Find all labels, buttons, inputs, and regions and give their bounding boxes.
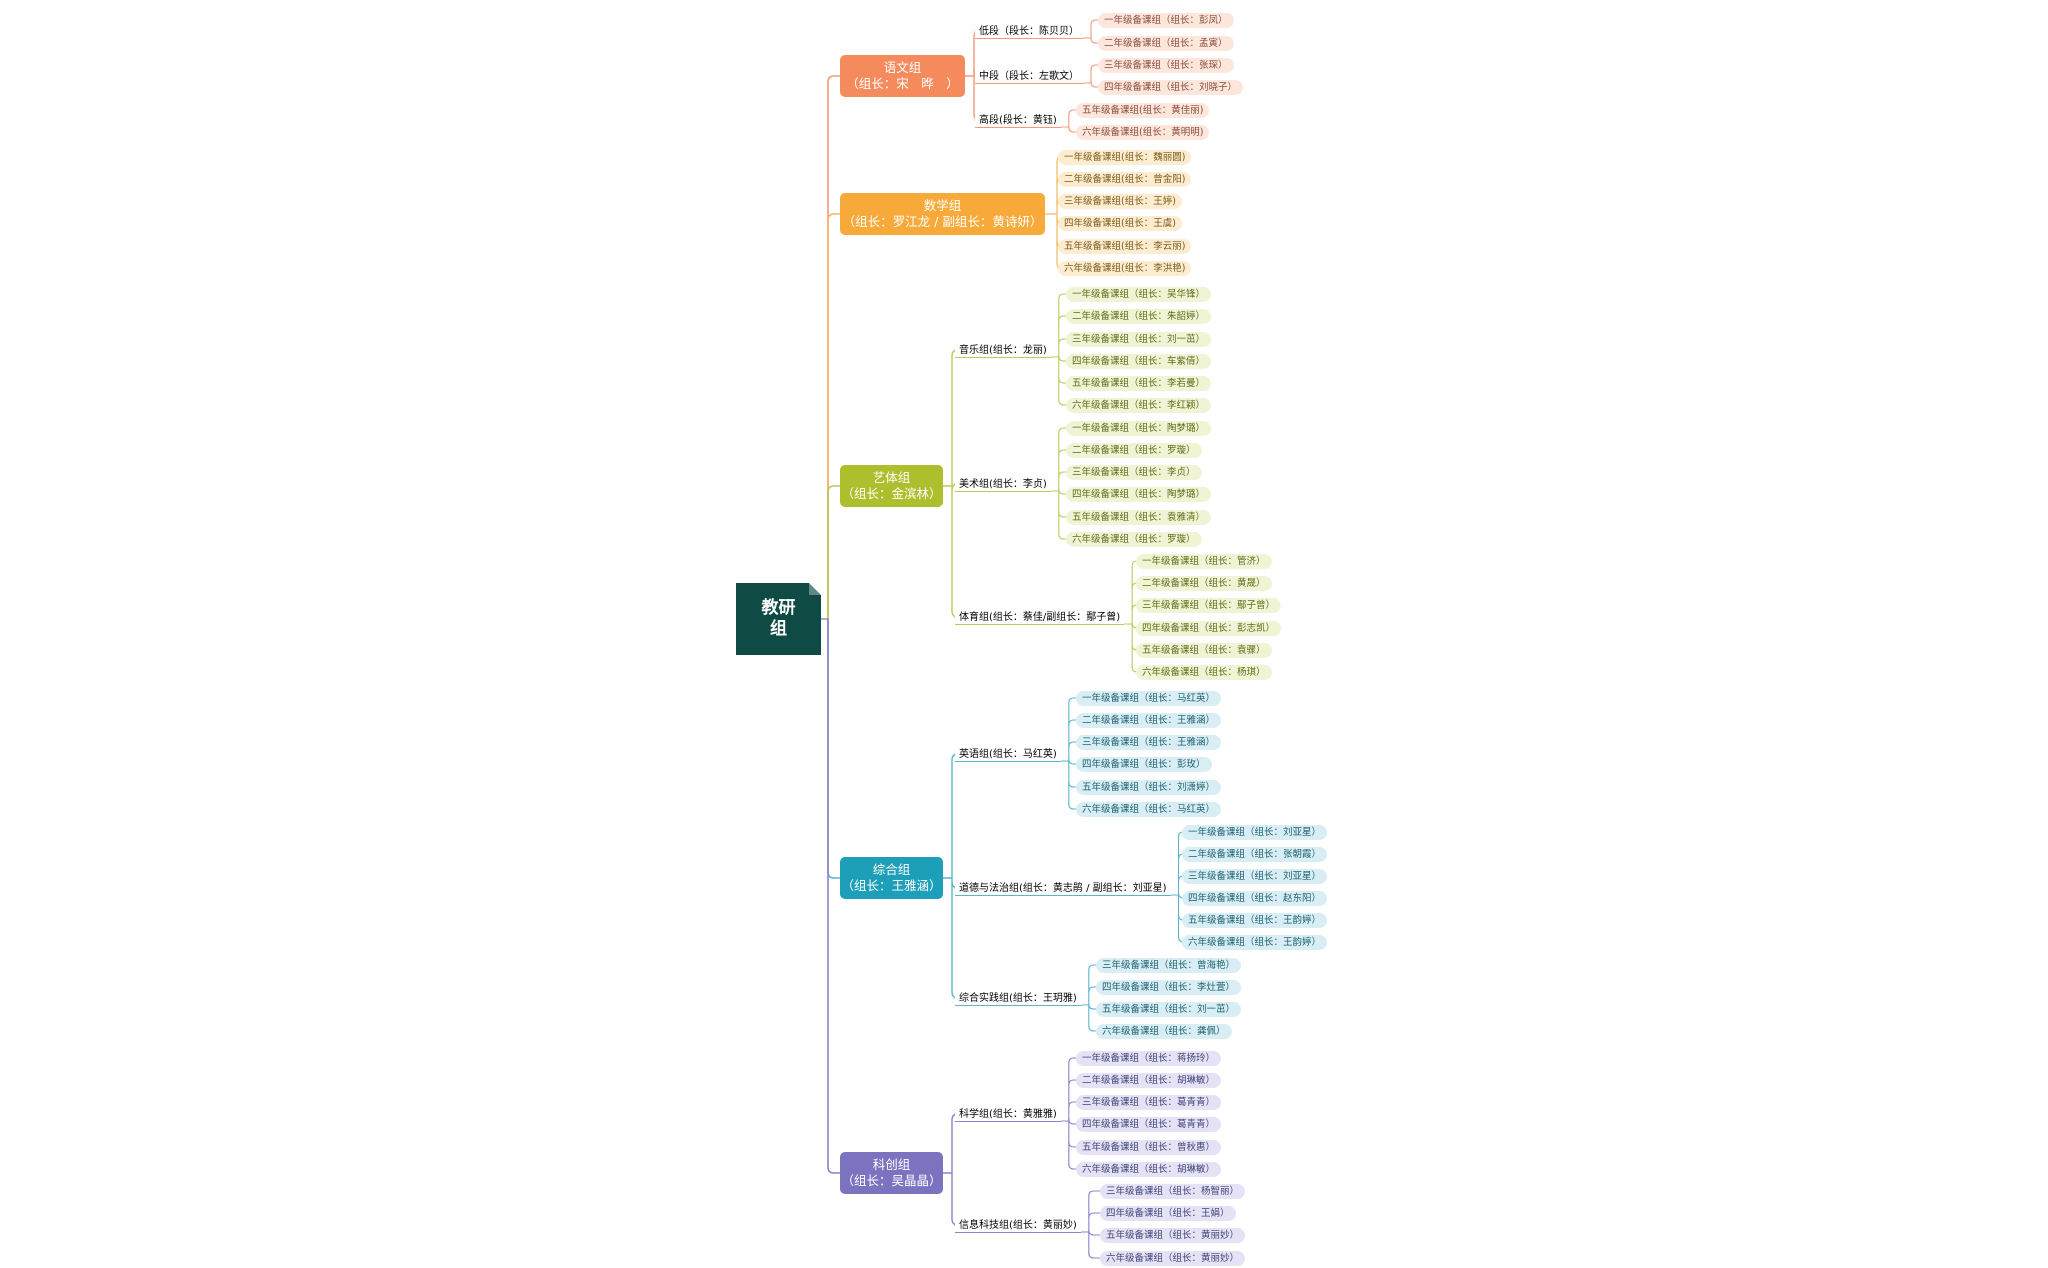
subgroup-node[interactable]: 信息科技组(组长：黄丽妙) (955, 1218, 1081, 1233)
grade-group-item[interactable]: 五年级备课组（组长：袁骤） (1136, 642, 1272, 658)
grade-group-item[interactable]: 三年级备课组（组长：张琛） (1098, 57, 1234, 73)
grade-group-item[interactable]: 五年级备课组(组长：黄佳丽) (1076, 102, 1210, 118)
grade-group-item[interactable]: 三年级备课组（组长：李贞） (1066, 464, 1202, 480)
subgroup-node[interactable]: 英语组(组长：马红英) (955, 747, 1061, 762)
fold-corner-icon (809, 583, 821, 595)
grade-group-item[interactable]: 六年级备课组（组长：杨琪） (1136, 664, 1272, 680)
subgroup-node[interactable]: 科学组(组长：黄雅雅) (955, 1107, 1061, 1122)
group-title: 科创组 (872, 1157, 911, 1172)
subgroup-node[interactable]: 道德与法治组(组长：黄志鹃 / 副组长：刘亚星) (955, 881, 1171, 896)
grade-group-item[interactable]: 六年级备课组（组长：罗璇） (1066, 531, 1202, 547)
grade-group-item[interactable]: 六年级备课组（组长：王韵婷） (1182, 934, 1328, 950)
grade-group-item[interactable]: 三年级备课组（组长：刘一茁） (1066, 331, 1212, 347)
grade-group-item[interactable]: 五年级备课组（组长：李若曼） (1066, 375, 1212, 391)
grade-group-item[interactable]: 四年级备课组（组长：王娟） (1100, 1205, 1236, 1221)
subgroup-node[interactable]: 低段（段长：陈贝贝） (975, 24, 1083, 39)
subgroup-node[interactable]: 音乐组(组长：龙丽) (955, 343, 1051, 358)
grade-group-item[interactable]: 四年级备课组（组长：李灶萱） (1096, 979, 1242, 995)
grade-group-item[interactable]: 五年级备课组（组长：王韵婷） (1182, 912, 1328, 928)
grade-group-item[interactable]: 四年级备课组（组长：赵东阳） (1182, 890, 1328, 906)
subgroup-node[interactable]: 体育组(组长：蔡佳/副组长：鄢子曾) (955, 610, 1125, 625)
grade-group-item[interactable]: 五年级备课组（组长：刘一茁） (1096, 1001, 1242, 1017)
grade-group-item[interactable]: 二年级备课组（组长：张朝霞） (1182, 846, 1328, 862)
grade-group-item[interactable]: 三年级备课组（组长：曾海艳） (1096, 957, 1242, 973)
grade-group-item[interactable]: 一年级备课组（组长：马红英） (1076, 690, 1222, 706)
grade-group-item[interactable]: 六年级备课组（组长：胡琳敏） (1076, 1161, 1222, 1177)
grade-group-item[interactable]: 三年级备课组（组长：王雅涵） (1076, 734, 1222, 750)
group-leader: （组长：金滨林） (841, 486, 942, 501)
grade-group-item[interactable]: 一年级备课组（组长：彭凤） (1098, 12, 1234, 28)
group-yiti[interactable]: 艺体组（组长：金滨林） (840, 465, 943, 507)
group-leader: （组长：王雅涵） (841, 878, 942, 893)
grade-group-item[interactable]: 四年级备课组（组长：彭玫） (1076, 756, 1212, 772)
grade-group-item[interactable]: 六年级备课组（组长：黄丽妙） (1100, 1250, 1246, 1266)
group-title: 数学组 (923, 198, 962, 213)
grade-group-item[interactable]: 四年级备课组（组长：车紫倩） (1066, 353, 1212, 369)
grade-group-item[interactable]: 一年级备课组（组长：吴华锋） (1066, 286, 1212, 302)
grade-group-item[interactable]: 四年级备课组（组长：陶梦璐） (1066, 486, 1212, 502)
grade-group-item[interactable]: 五年级备课组(组长：李云丽) (1058, 238, 1192, 254)
grade-group-item[interactable]: 五年级备课组（组长：黄丽妙） (1100, 1227, 1246, 1243)
subgroup-node[interactable]: 中段（段长：左歌文） (975, 69, 1083, 84)
group-shuxue[interactable]: 数学组（组长：罗江龙 / 副组长：黄诗妍） (840, 193, 1045, 235)
group-title: 综合组 (872, 862, 911, 877)
subgroup-node[interactable]: 综合实践组(组长：王玥雅) (955, 991, 1081, 1006)
grade-group-item[interactable]: 二年级备课组（组长：黄晟） (1136, 575, 1272, 591)
group-leader: （组长：宋 晔 ） (846, 76, 959, 91)
grade-group-item[interactable]: 二年级备课组（组长：朱韶婷） (1066, 308, 1212, 324)
grade-group-item[interactable]: 五年级备课组（组长：刘潇婷） (1076, 779, 1222, 795)
group-kechuang[interactable]: 科创组（组长：吴晶晶） (840, 1152, 943, 1194)
grade-group-item[interactable]: 三年级备课组(组长：王婷) (1058, 193, 1182, 209)
grade-group-item[interactable]: 一年级备课组（组长：陶梦璐） (1066, 420, 1212, 436)
grade-group-item[interactable]: 四年级备课组（组长：葛青青） (1076, 1116, 1222, 1132)
root-label-line2: 组 (770, 619, 787, 639)
grade-group-item[interactable]: 一年级备课组（组长：刘亚星） (1182, 824, 1328, 840)
grade-group-item[interactable]: 二年级备课组（组长：胡琳敏） (1076, 1072, 1222, 1088)
grade-group-item[interactable]: 二年级备课组（组长：罗璇） (1066, 442, 1202, 458)
group-leader: （组长：罗江龙 / 副组长：黄诗妍） (842, 214, 1043, 229)
grade-group-item[interactable]: 三年级备课组（组长：葛青青） (1076, 1094, 1222, 1110)
subgroup-node[interactable]: 美术组(组长：李贞) (955, 477, 1051, 492)
grade-group-item[interactable]: 一年级备课组（组长：蒋扬玲） (1076, 1050, 1222, 1066)
grade-group-item[interactable]: 六年级备课组（组长：马红英） (1076, 801, 1222, 817)
group-title: 语文组 (883, 60, 922, 75)
grade-group-item[interactable]: 二年级备课组（组长：王雅涵） (1076, 712, 1222, 728)
grade-group-item[interactable]: 二年级备课组（组长：孟寅） (1098, 35, 1234, 51)
group-title: 艺体组 (872, 470, 911, 485)
group-leader: （组长：吴晶晶） (841, 1173, 942, 1188)
grade-group-item[interactable]: 四年级备课组(组长：王虞) (1058, 215, 1182, 231)
group-zonghe[interactable]: 综合组（组长：王雅涵） (840, 857, 943, 899)
root-node[interactable]: 教研 组 (736, 583, 821, 655)
grade-group-item[interactable]: 六年级备课组（组长：龚佩） (1096, 1023, 1232, 1039)
grade-group-item[interactable]: 六年级备课组（组长：李红颖） (1066, 397, 1212, 413)
grade-group-item[interactable]: 四年级备课组（组长：彭志凯） (1136, 620, 1282, 636)
grade-group-item[interactable]: 六年级备课组(组长：李洪艳) (1058, 260, 1192, 276)
grade-group-item[interactable]: 一年级备课组（组长：管济） (1136, 553, 1272, 569)
grade-group-item[interactable]: 三年级备课组（组长：杨智丽） (1100, 1183, 1246, 1199)
root-label-line1: 教研 (761, 598, 796, 618)
grade-group-item[interactable]: 一年级备课组(组长：魏丽圆) (1058, 149, 1192, 165)
group-yuwen[interactable]: 语文组（组长：宋 晔 ） (840, 55, 965, 97)
grade-group-item[interactable]: 二年级备课组(组长：曾金阳) (1058, 171, 1192, 187)
grade-group-item[interactable]: 六年级备课组(组长：黄明明) (1076, 124, 1210, 140)
subgroup-node[interactable]: 高段(段长：黄钰) (975, 113, 1061, 128)
grade-group-item[interactable]: 四年级备课组（组长：刘晓子） (1098, 79, 1244, 95)
grade-group-item[interactable]: 五年级备课组（组长：曾秋惠） (1076, 1139, 1222, 1155)
grade-group-item[interactable]: 三年级备课组（组长：刘亚星） (1182, 868, 1328, 884)
grade-group-item[interactable]: 三年级备课组（组长：鄢子曾） (1136, 597, 1282, 613)
grade-group-item[interactable]: 五年级备课组（组长：袁雅清） (1066, 509, 1212, 525)
